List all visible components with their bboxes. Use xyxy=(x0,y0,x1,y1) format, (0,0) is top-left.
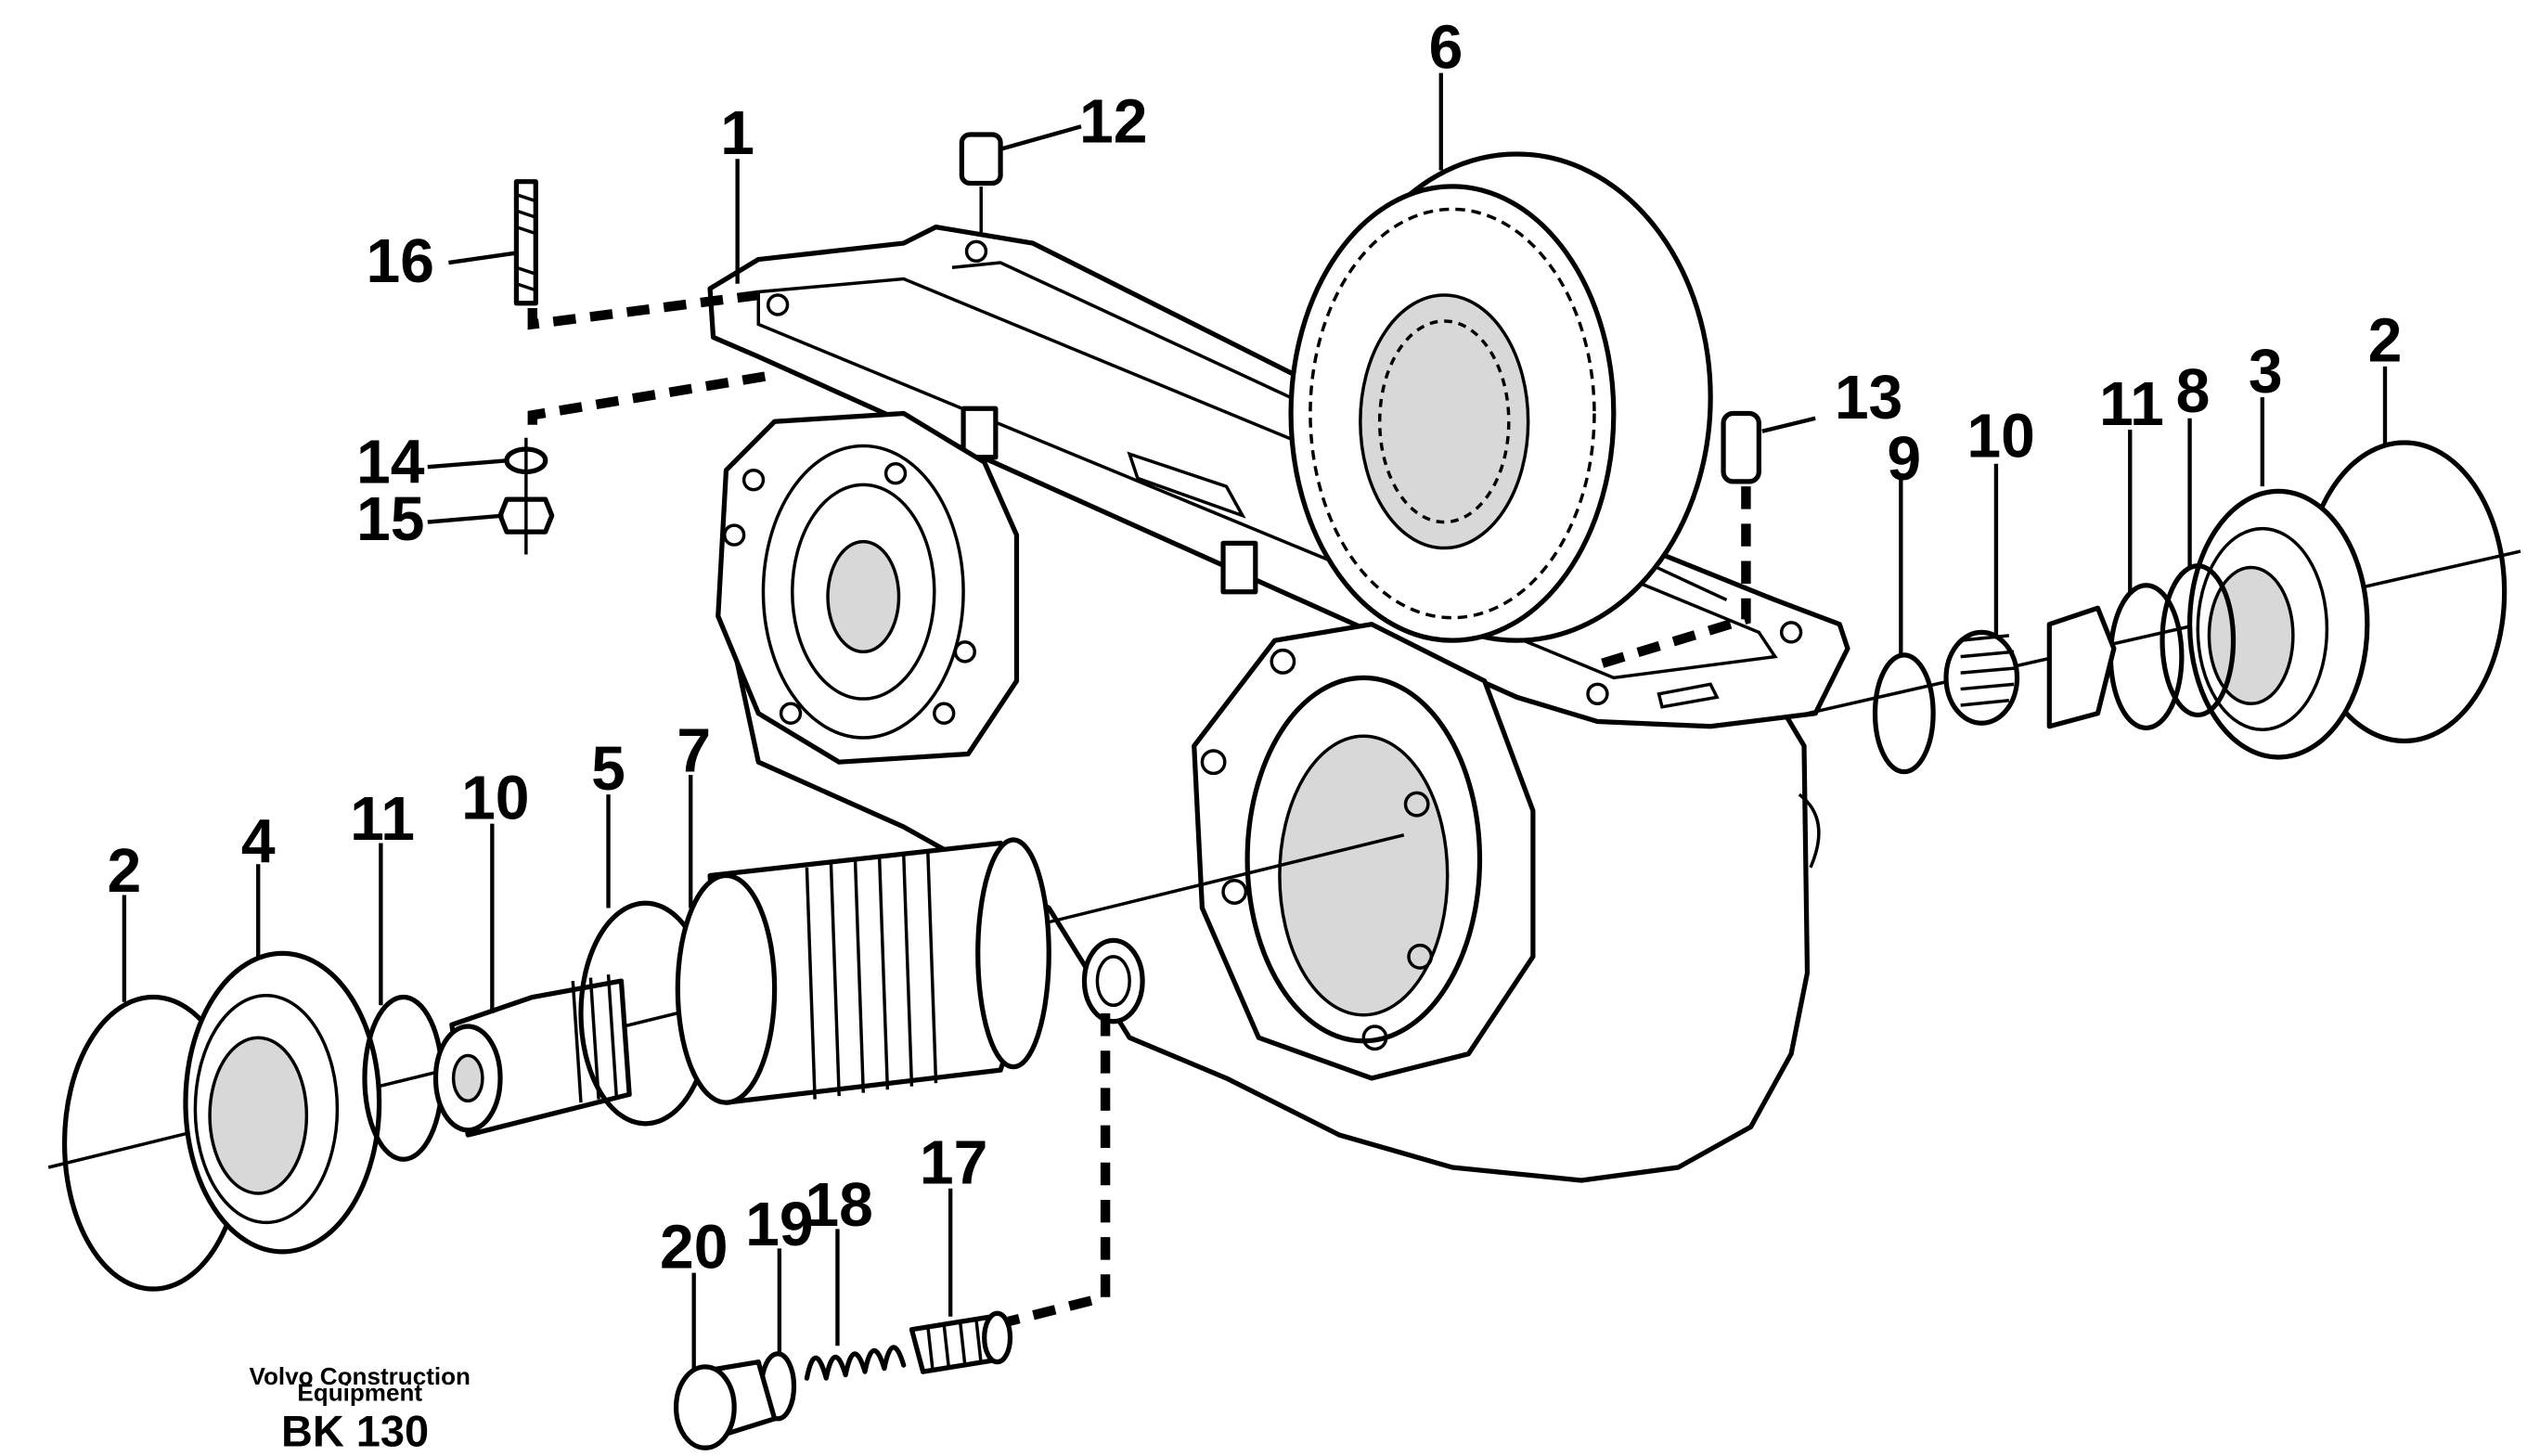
callout-16: 16 xyxy=(366,227,433,296)
shaft-10-right xyxy=(1943,605,2117,729)
gearbox-housing xyxy=(707,224,1850,1183)
helical-gear xyxy=(1288,151,1713,643)
bearing-3 xyxy=(2186,488,2370,760)
company-name-line2: Equipment xyxy=(297,1379,422,1407)
callout-14: 14 xyxy=(356,429,425,497)
callout-10-left: 10 xyxy=(461,764,529,832)
callout-10-right: 10 xyxy=(1966,403,2034,471)
callout-5: 5 xyxy=(591,735,625,804)
plug-20 xyxy=(673,1359,778,1450)
callout-20: 20 xyxy=(660,1213,728,1282)
callout-7: 7 xyxy=(677,717,711,786)
dowel-13 xyxy=(1721,410,1761,484)
shaft-10-left xyxy=(432,973,632,1138)
callout-17: 17 xyxy=(920,1128,987,1197)
callout-19: 19 xyxy=(745,1191,813,1259)
stud-16 xyxy=(513,179,538,306)
callout-3: 3 xyxy=(2249,338,2283,406)
snap-ring-8 xyxy=(2160,563,2237,718)
spring-18 xyxy=(804,1345,907,1381)
callout-11-left: 11 xyxy=(350,785,415,854)
callout-15: 15 xyxy=(356,485,424,554)
callout-8: 8 xyxy=(2176,357,2211,426)
callout-18: 18 xyxy=(805,1171,872,1240)
drawing-reference: BK 130 xyxy=(281,1406,429,1455)
callout-11-right: 11 xyxy=(2099,370,2164,439)
strainer-17 xyxy=(909,1310,1013,1374)
callout-4: 4 xyxy=(241,807,276,876)
company-name-line1: Volvo Construction xyxy=(250,1362,471,1390)
left-output-flange xyxy=(716,410,1020,765)
circlip-11-right xyxy=(2108,583,2185,731)
callout-1: 1 xyxy=(720,99,754,168)
plug-12 xyxy=(959,132,1003,236)
bearing-4 xyxy=(183,950,382,1255)
callout-9: 9 xyxy=(1887,425,1921,494)
callout-2-left: 2 xyxy=(108,837,142,906)
circlip-9 xyxy=(1872,652,1936,775)
callout-13: 13 xyxy=(1835,364,1902,432)
callout-12: 12 xyxy=(1079,88,1147,157)
right-bearing-bore xyxy=(1192,622,1536,1081)
sleeve-7 xyxy=(675,837,1051,1105)
callout-6: 6 xyxy=(1429,13,1463,82)
callout-2-right: 2 xyxy=(2368,306,2403,375)
